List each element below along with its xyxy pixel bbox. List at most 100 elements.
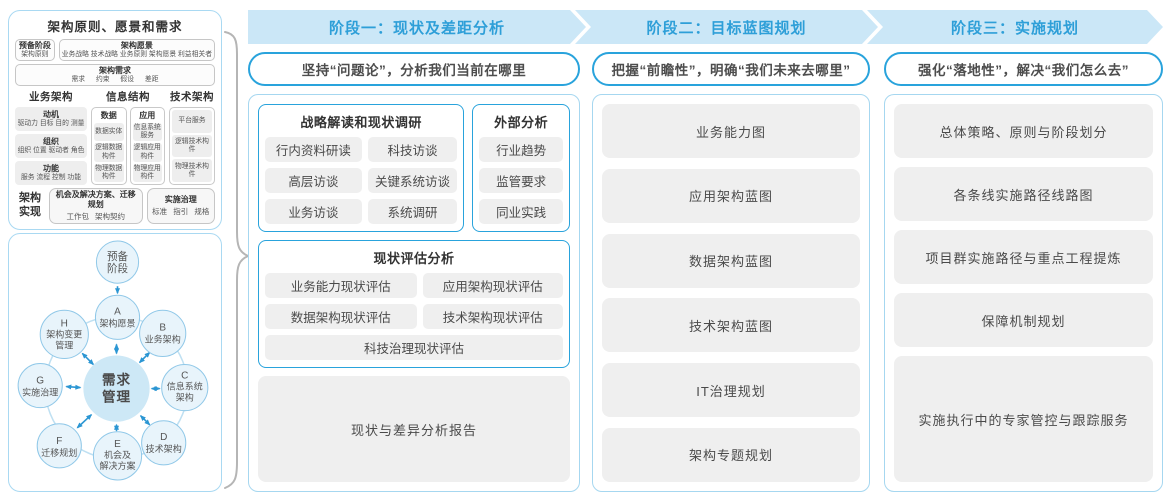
prep-line2: 阶段 [107,262,129,275]
node-c-label1: 信息系统 [167,381,203,392]
data-assessment-item: 数据架构现状评估 [265,304,417,329]
business-architecture-header: 业务架构 [29,91,73,104]
phase1-subtitle: 坚持“问题论”，分析我们当前在哪里 [248,52,580,86]
prep-phase-box: 预备阶段 架构原则 [15,39,55,62]
organization-sub: 组织 位置 驱动者 角色 [17,146,85,154]
node-h-letter: H [61,318,68,329]
information-subcolumns: 数据 数据实体 逻辑数据构件 物理数据构件 应用 信息系统服务 逻辑应用构件 物… [91,107,165,186]
logical-data-item: 逻辑数据构件 [94,143,124,162]
architecture-vision-box: 架构愿景 业务战略 技术战略 业务原则 架构愿景 利益相关者 [58,39,215,62]
vision-row: 预备阶段 架构原则 架构愿景 业务战略 技术战略 业务原则 架构愿景 利益相关者 [15,39,215,62]
business-motivation-box: 动机 驱动力 目标 目的 测量 [15,107,87,132]
business-capability-map-item: 业务能力图 [602,104,860,158]
node-a-circle [94,294,141,340]
motivation-sub: 驱动力 目标 目的 测量 [17,119,85,127]
business-interview-item: 业务访谈 [265,199,362,224]
architecture-requirements-box: 架构需求 需求 约束 假设 差距 [15,64,215,87]
prep-phase-title: 预备阶段 [18,41,51,50]
information-structure-column: 信息结构 数据 数据实体 逻辑数据构件 物理数据构件 应用 信息系统服务 逻辑应… [91,89,165,186]
architecture-realization-row: 架构实现 机会及解决方案、迁移规划 工作包 架构契约 实施治理 标准 指引 规格 [15,188,215,225]
architecture-columns: 业务架构 动机 驱动力 目标 目的 测量 组织 组织 位置 驱动者 角色 功能 … [15,89,215,186]
safeguard-mechanism-item: 保障机制规划 [894,293,1153,347]
phase2-content: 业务能力图 应用架构蓝图 数据架构蓝图 技术架构蓝图 IT治理规划 架构专题规划 [592,94,870,492]
expert-tracking-item: 实施执行中的专家管控与跟踪服务 [894,356,1153,482]
info-system-service-item: 信息系统服务 [132,123,162,142]
center-line1: 需求 [102,372,131,388]
architecture-realization-label: 架构实现 [19,192,41,219]
center-line2: 管理 [102,389,131,405]
phase3-content: 总体策略、原则与阶段划分 各条线实施路径线路图 项目群实施路径与重点工程提炼 保… [884,94,1163,492]
phase2-subtitle: 把握“前瞻性”，明确“我们未来去哪里” [592,52,870,86]
node-h-circle [39,309,89,359]
node-h-label1: 架构变更 [46,328,82,339]
data-subcolumn-title: 数据 [100,111,117,121]
architecture-topic-plan-item: 架构专题规划 [602,427,860,482]
phases-area: 阶段一：现状及差距分析 阶段二：目标蓝图规划 阶段三：实施规划 坚持“问题论”，… [248,10,1163,492]
function-sub: 服务 流程 控制 功能 [20,173,82,181]
strategy-research-grid: 行内资料研读 科技访谈 高层访谈 关键系统访谈 业务访谈 系统调研 [265,137,458,224]
node-d-letter: D [160,432,167,443]
governance-assessment-item: 科技治理现状评估 [265,335,563,360]
architecture-requirements-sub: 需求 约束 假设 差距 [71,75,159,83]
technology-architecture-column: 技术架构 平台服务 逻辑技术构件 物理技术构件 [169,89,215,186]
line-roadmap-item: 各条线实施路径线路图 [894,167,1153,221]
platform-service-item: 平台服务 [172,110,212,133]
gap-analysis-report-box: 现状与差异分析报告 [258,376,570,482]
tech-interview-item: 科技访谈 [367,137,458,162]
node-b-label: 业务架构 [145,333,181,344]
external-analysis-stack: 行业趋势 监管要求 同业实践 [479,137,563,224]
node-a-label: 架构愿景 [99,317,135,328]
node-e-letter: E [114,439,121,450]
brace-connector [224,31,250,489]
phase1-column: 坚持“问题论”，分析我们当前在哪里 战略解读和现状调研 行内资料研读 科技访谈 … [248,52,580,492]
system-research-item: 系统调研 [367,199,458,224]
phase2-column: 把握“前瞻性”，明确“我们未来去哪里” 业务能力图 应用架构蓝图 数据架构蓝图 … [592,52,870,492]
adm-circles [17,240,209,481]
organization-title: 组织 [43,137,59,147]
opportunities-migration-box: 机会及解决方案、迁移规划 工作包 架构契约 [49,188,143,225]
strategy-research-group: 战略解读和现状调研 行内资料研读 科技访谈 高层访谈 关键系统访谈 业务访谈 系… [258,104,465,232]
technology-architecture-header: 技术架构 [170,91,214,104]
data-entity-item: 数据实体 [94,123,124,142]
node-c-circle [161,364,209,412]
phase3-header-band: 阶段三：实施规划 [867,10,1163,44]
node-a-letter: A [114,306,121,317]
application-subcolumn: 应用 信息系统服务 逻辑应用构件 物理应用构件 [129,107,165,186]
logical-app-item: 逻辑应用构件 [132,143,162,162]
it-governance-plan-item: IT治理规划 [602,363,860,418]
node-g-letter: G [36,376,44,387]
implementation-governance-sub: 标准 指引 规格 [152,207,210,217]
node-d-label: 技术架构 [146,443,182,454]
phase1-content: 战略解读和现状调研 行内资料研读 科技访谈 高层访谈 关键系统访谈 业务访谈 系… [248,94,580,492]
node-f-letter: F [56,436,62,447]
node-g-circle [17,363,63,409]
peer-practice-item: 同业实践 [479,199,563,224]
technology-box: 平台服务 逻辑技术构件 物理技术构件 [169,107,215,186]
application-subcolumn-title: 应用 [139,111,156,121]
information-structure-header: 信息结构 [106,91,150,104]
adm-arrows [65,286,161,432]
architecture-content-panel: 架构原则、愿景和需求 预备阶段 架构原则 架构愿景 业务战略 技术战略 业务原则… [8,10,222,230]
node-e-circle [92,431,143,481]
key-system-interview-item: 关键系统访谈 [367,168,458,193]
data-subcolumn: 数据 数据实体 逻辑数据构件 物理数据构件 [91,107,127,186]
opportunities-migration-title: 机会及解决方案、迁移规划 [55,190,136,210]
phase2-header-band: 阶段二：目标蓝图规划 [575,10,878,44]
phase1-top-row: 战略解读和现状调研 行内资料研读 科技访谈 高层访谈 关键系统访谈 业务访谈 系… [258,104,570,232]
regulatory-item: 监管要求 [479,168,563,193]
physical-data-item: 物理数据构件 [94,163,124,183]
application-blueprint-item: 应用架构蓝图 [602,168,860,223]
business-architecture-column: 业务架构 动机 驱动力 目标 目的 测量 组织 组织 位置 驱动者 角色 功能 … [15,89,87,186]
node-b-circle [139,309,187,357]
prep-phase-circle [95,240,140,284]
business-function-box: 功能 服务 流程 控制 功能 [15,161,87,186]
motivation-title: 动机 [43,110,59,120]
function-title: 功能 [43,164,59,174]
overall-strategy-item: 总体策略、原则与阶段划分 [894,104,1153,158]
physical-app-item: 物理应用构件 [132,163,162,183]
phase3-column: 强化“落地性”，解决“我们怎么去” 总体策略、原则与阶段划分 各条线实施路径线路… [884,52,1163,492]
node-e-label2: 解决方案 [99,460,135,471]
prep-line1: 预备 [107,250,129,263]
node-c-label2: 架构 [176,392,194,403]
prep-phase-sub: 架构原则 [21,50,49,58]
